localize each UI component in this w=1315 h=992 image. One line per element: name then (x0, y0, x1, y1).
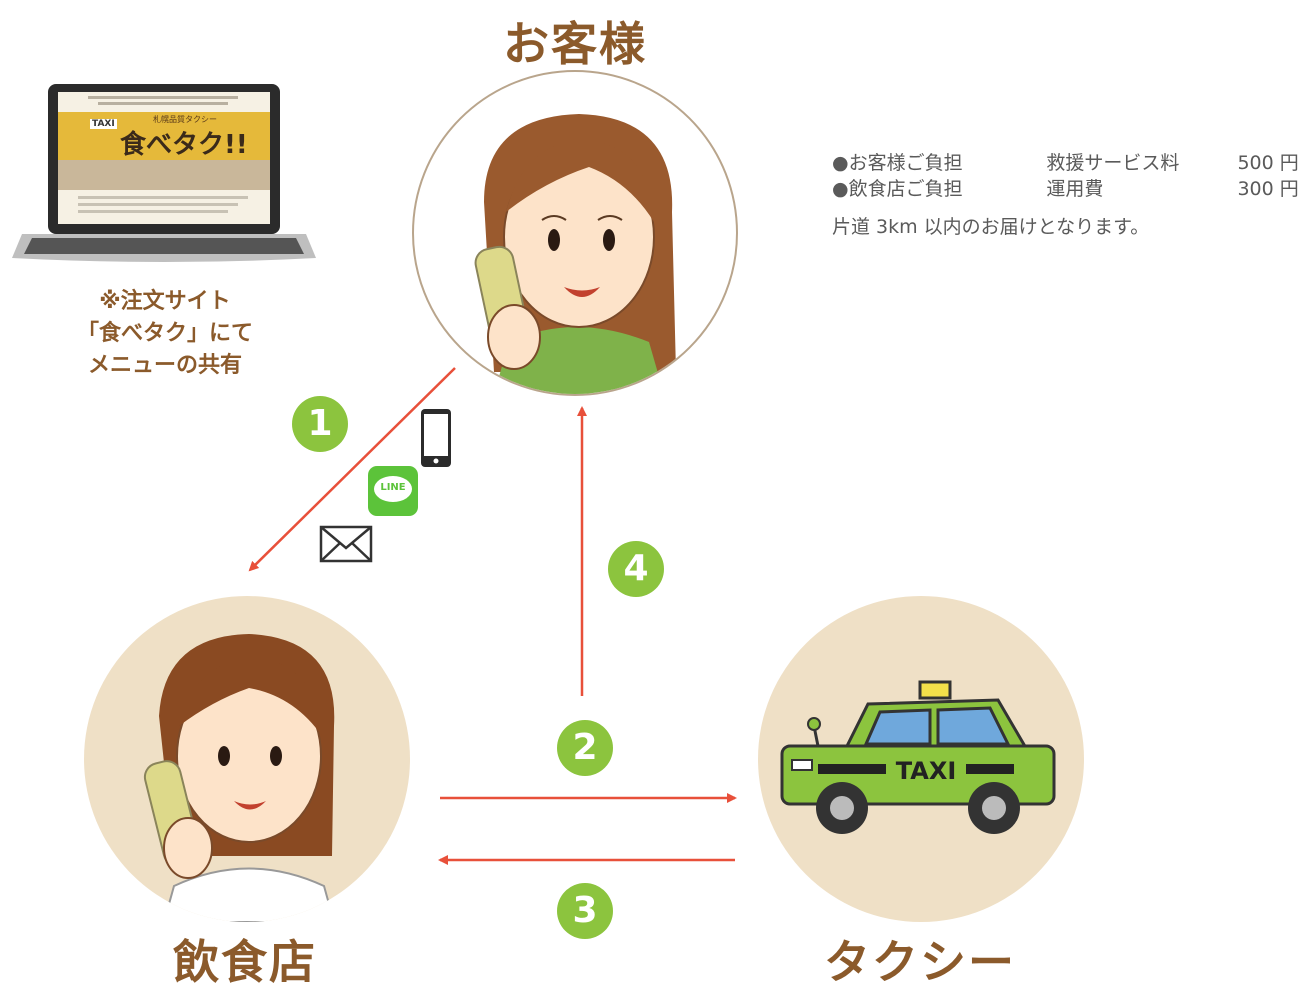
line-icon-label: LINE (380, 482, 406, 493)
smartphone-icon (420, 408, 452, 468)
laptop-note: ※注文サイト 「食べタク」にて メニューの共有 (40, 286, 290, 382)
fee-amount: 500 円 (1237, 152, 1299, 174)
step-2-badge: 2 (557, 720, 613, 776)
fee-service: 救援サービス料 (1046, 152, 1180, 174)
laptop-screen-logo: 食べタク!! (120, 130, 248, 160)
laptop-note-line1: ※注文サイト (99, 289, 231, 314)
fee-info: ●お客様ご負担 救援サービス料 500 円 ●飲食店ご負担 運用費 300 円 … (832, 150, 1312, 240)
fee-label: ●お客様ご負担 (832, 152, 963, 174)
fee-service: 運用費 (1046, 178, 1104, 200)
fee-label: ●飲食店ご負担 (832, 178, 963, 200)
arrow-customer-to-restaurant (248, 367, 456, 572)
line-icon: LINE (368, 466, 418, 516)
laptop-note-line2: 「食べタク」にて (76, 321, 253, 346)
taxi-circle: TAXI (758, 596, 1084, 922)
fee-amount: 300 円 (1237, 178, 1299, 200)
taxi-sign-text: TAXI (886, 756, 966, 786)
fee-row-customer: ●お客様ご負担 救援サービス料 500 円 (832, 150, 1312, 176)
step-3-badge: 3 (557, 883, 613, 939)
laptop-note-line3: メニューの共有 (87, 353, 242, 378)
laptop-screen-badge: TAXI (90, 119, 117, 129)
customer-circle (412, 70, 738, 396)
step-1-badge: 1 (292, 396, 348, 452)
taxi-title: タクシー (824, 935, 1016, 989)
fee-row-restaurant: ●飲食店ご負担 運用費 300 円 (832, 176, 1312, 202)
laptop: TAXI 札幌品質タクシー 食べタク!! (8, 82, 320, 268)
customer-title: お客様 (503, 17, 647, 71)
distance-note: 片道 3km 以内のお届けとなります。 (832, 216, 1150, 238)
customer-illustration (474, 114, 676, 394)
line-icon-bubble (374, 476, 412, 502)
step-4-badge: 4 (608, 541, 664, 597)
restaurant-illustration (143, 634, 336, 922)
restaurant-title: 飲食店 (173, 935, 317, 989)
mail-icon (318, 524, 374, 564)
restaurant-circle (84, 596, 410, 922)
laptop-screen-subtitle: 札幌品質タクシー (153, 115, 217, 124)
